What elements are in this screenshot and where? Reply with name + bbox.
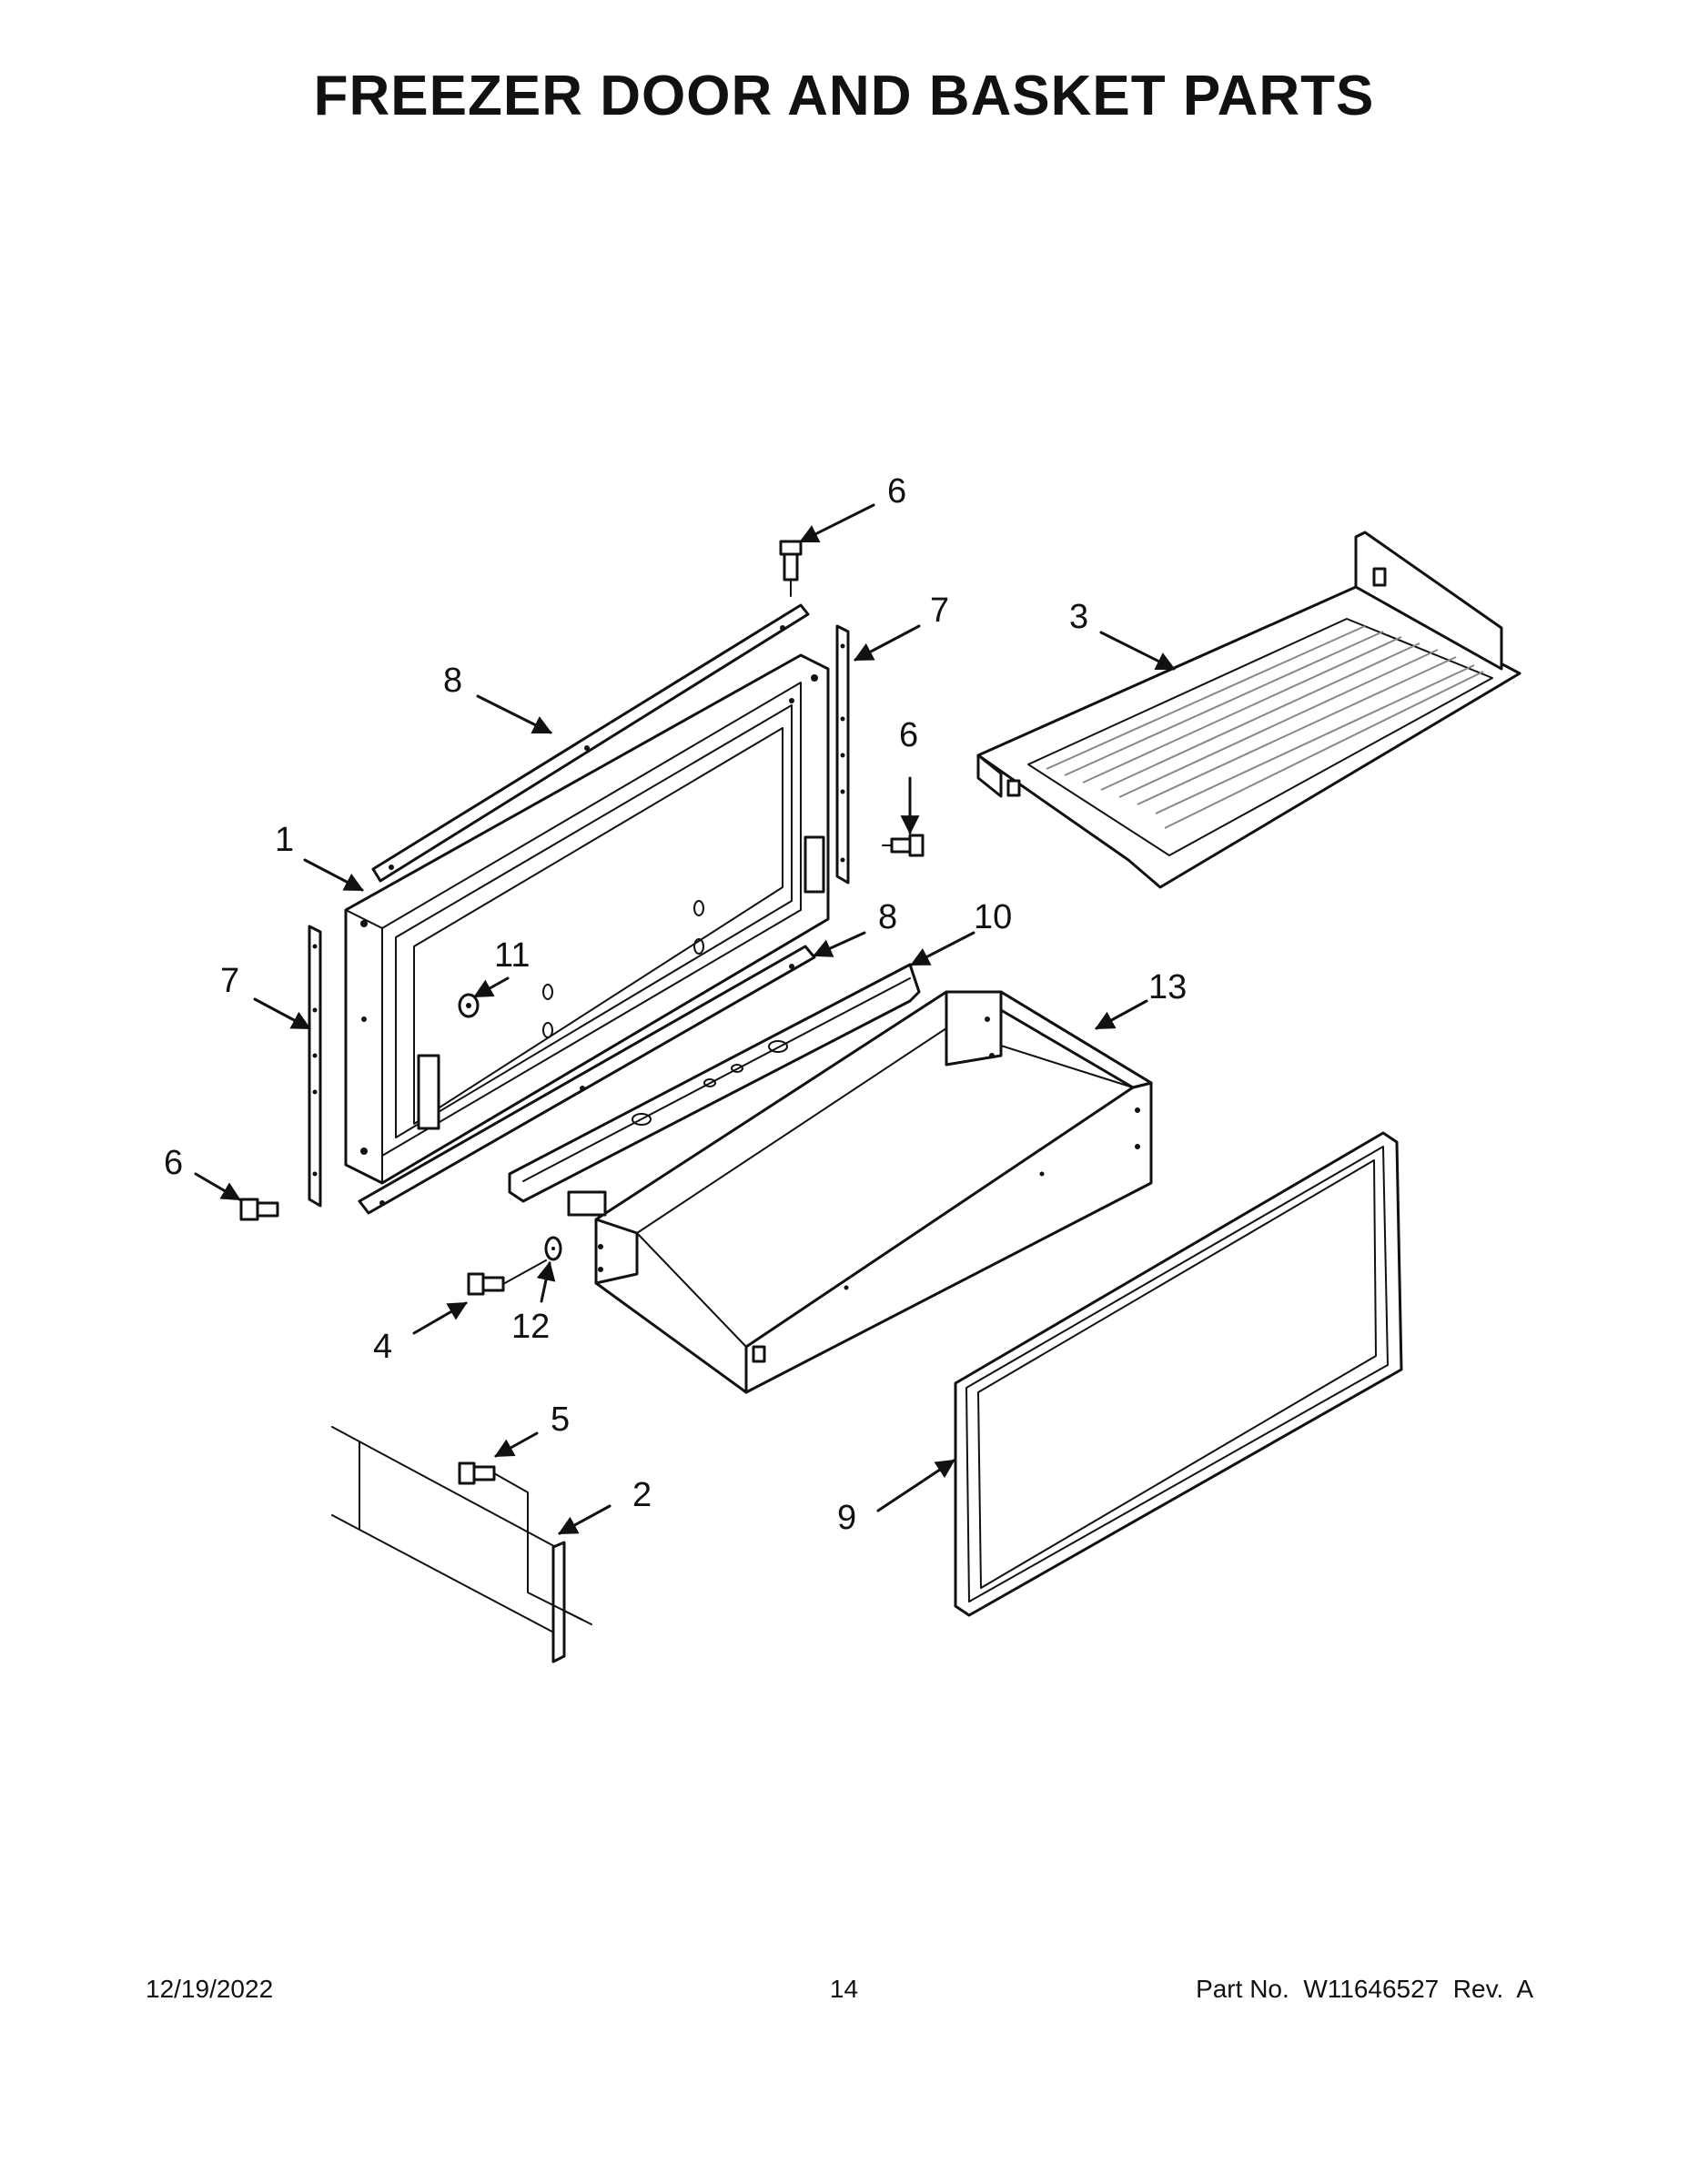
- callout-12: 12: [511, 1308, 550, 1346]
- basket-bin-part[interactable]: [567, 990, 1153, 1394]
- washer-part[interactable]: [544, 1236, 562, 1261]
- screw-left-part[interactable]: [239, 1198, 279, 1221]
- callout-13: 13: [1148, 968, 1187, 1006]
- callout-11: 11: [494, 936, 530, 975]
- callout-6-top: 6: [887, 472, 906, 511]
- screw-top-part[interactable]: [779, 540, 803, 597]
- right-side-strip-part[interactable]: [835, 624, 850, 885]
- callout-1: 1: [275, 821, 294, 859]
- wire-shelf-part[interactable]: [976, 531, 1521, 889]
- left-side-strip-part[interactable]: [308, 925, 322, 1208]
- upper-trim-strip-part[interactable]: [371, 603, 810, 883]
- footer-date: 12/19/2022: [146, 1975, 274, 2003]
- callout-6-left: 6: [164, 1144, 183, 1182]
- door-panel-part[interactable]: [344, 653, 830, 1185]
- callout-10: 10: [974, 898, 1012, 936]
- callout-4: 4: [373, 1328, 392, 1366]
- slide-rail-part[interactable]: [508, 963, 921, 1203]
- door-gasket-part[interactable]: [954, 1131, 1403, 1617]
- callout-7-right: 7: [930, 592, 949, 630]
- lower-trim-strip-part[interactable]: [358, 945, 816, 1215]
- callout-3: 3: [1069, 598, 1088, 636]
- lower-panel-part[interactable]: [331, 1426, 592, 1663]
- page-title: FREEZER DOOR AND BASKET PARTS: [313, 65, 1375, 127]
- bolt-part[interactable]: [467, 1259, 547, 1296]
- footer-page-number: 14: [829, 1975, 859, 2003]
- screw-right-part[interactable]: [882, 834, 925, 857]
- bumper-part[interactable]: [458, 993, 480, 1018]
- callout-9: 9: [837, 1499, 856, 1537]
- callout-2: 2: [632, 1476, 652, 1514]
- callout-6-right: 6: [899, 716, 918, 754]
- clip-screw-part[interactable]: [458, 1461, 583, 1621]
- callout-8-top: 8: [443, 662, 462, 700]
- callout-8-lower: 8: [878, 898, 897, 936]
- callout-5: 5: [551, 1400, 570, 1439]
- callout-7-left: 7: [220, 962, 239, 1000]
- footer-part-number: Part No. W11646527 Rev. A: [1196, 1975, 1533, 2003]
